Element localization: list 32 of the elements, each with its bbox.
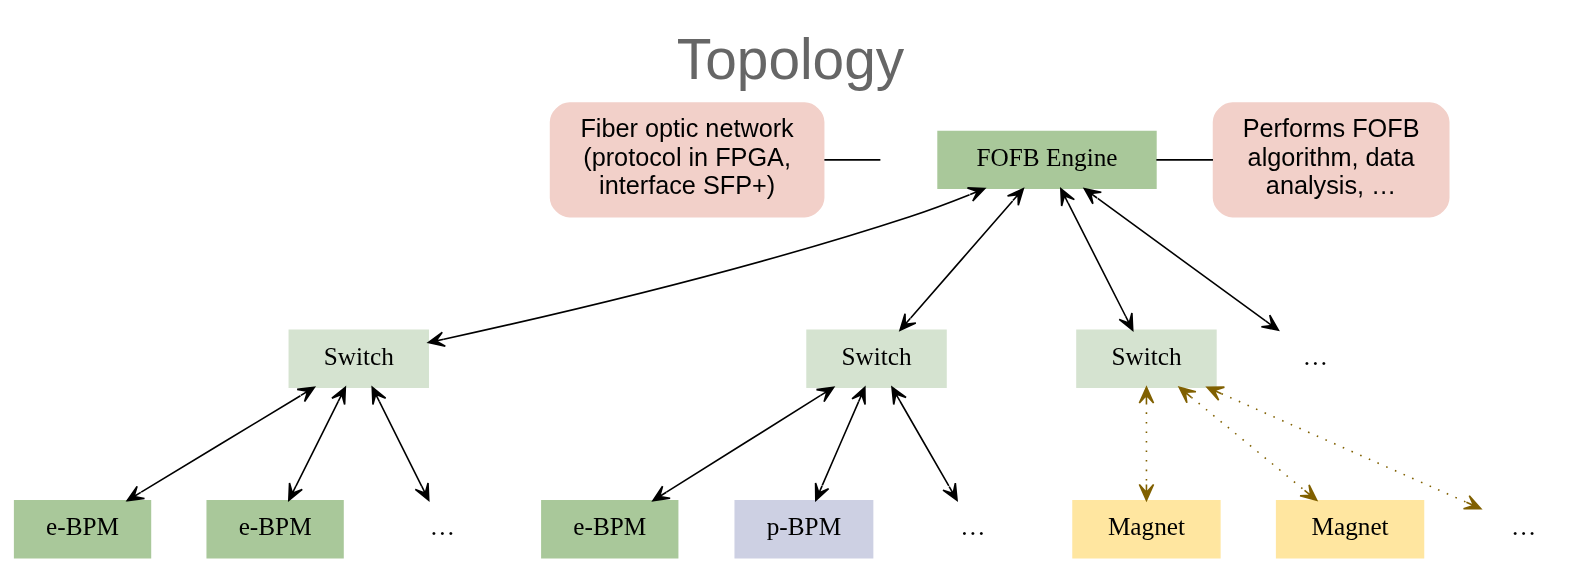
node-box: Performs FOFB algorithm, data analysis, …	[1212, 102, 1450, 218]
arrow	[899, 187, 1025, 332]
node-text: …	[1511, 512, 1537, 541]
node-box: Switch	[288, 329, 430, 388]
arrow	[427, 187, 986, 347]
node-box: Switch	[806, 329, 947, 388]
diagram-title: Topology	[676, 28, 905, 92]
node-text: …	[1302, 341, 1328, 370]
arrow	[1178, 386, 1318, 502]
arrow	[1083, 187, 1280, 332]
node-box: Switch	[1076, 329, 1217, 388]
node-box: Magnet	[1072, 500, 1221, 559]
node-box: FOFB Engine	[937, 130, 1157, 190]
connector	[1155, 159, 1214, 161]
node-box: e-BPM	[13, 500, 152, 559]
arrow	[371, 386, 430, 502]
arrow	[288, 386, 347, 502]
node-box: Magnet	[1275, 500, 1425, 559]
arrow	[652, 386, 835, 502]
arrow	[891, 386, 958, 502]
arrow	[1060, 187, 1134, 332]
node-box: p-BPM	[734, 500, 874, 559]
node-box: Fiber optic network (protocol in FPGA, interface SFP+)	[549, 102, 825, 218]
arrow	[1138, 386, 1155, 502]
node-box: e-BPM	[541, 500, 679, 559]
arrow	[126, 386, 316, 502]
arrow	[814, 386, 866, 502]
node-text: …	[429, 512, 456, 541]
connector	[823, 159, 882, 161]
node-box: e-BPM	[206, 500, 344, 559]
node-text: …	[960, 512, 986, 541]
arrow	[1206, 386, 1482, 510]
